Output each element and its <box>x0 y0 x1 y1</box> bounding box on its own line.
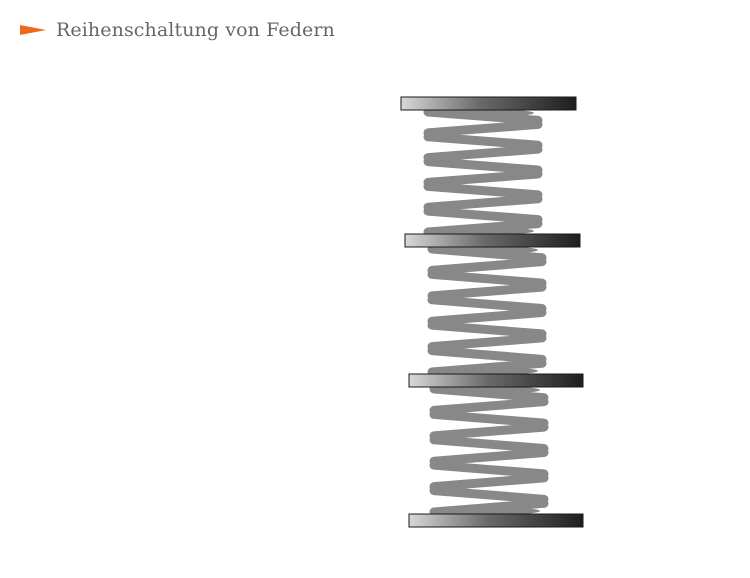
spring-1 <box>423 107 543 237</box>
spring-coil-segment <box>427 346 547 364</box>
spring-coil-segment <box>429 486 549 504</box>
spring-coil-segment <box>427 333 547 352</box>
spring-coil-segment <box>429 473 549 492</box>
spring-bottom-end <box>432 227 534 235</box>
spring-coil-segment <box>429 422 549 441</box>
spring-coil-segment <box>429 448 549 466</box>
slide-title: Reihenschaltung von Federn <box>56 19 335 41</box>
plate-1 <box>400 96 577 111</box>
spring-coil-segment <box>427 308 547 326</box>
spring-coil-segment <box>427 282 547 301</box>
spring-coil-segment <box>423 144 543 163</box>
spring-top-end <box>436 246 538 254</box>
spring-coil-segment <box>423 194 543 212</box>
spring-coil-segment <box>429 397 549 415</box>
spring-coil-segment <box>427 320 547 339</box>
springs-group <box>423 107 549 517</box>
spring-coil-segment <box>427 269 547 288</box>
spring-coil-segment <box>423 119 543 138</box>
spring-coil-segment <box>423 206 543 225</box>
spring-coil-segment <box>427 295 547 313</box>
spring-3 <box>429 384 549 517</box>
spring-coil-segment <box>429 409 549 428</box>
spring-coil-segment <box>423 169 543 187</box>
spring-top-end <box>438 386 540 394</box>
spring-coil-segment <box>423 181 543 200</box>
spring-coil-segment <box>423 157 543 175</box>
plate-2 <box>404 233 581 248</box>
orange-triangle-flag-icon <box>20 25 46 35</box>
spring-coil-segment <box>427 257 547 275</box>
spring-top-end <box>432 109 534 117</box>
slide-header: Reihenschaltung von Federn <box>20 16 335 44</box>
spring-2 <box>427 244 547 377</box>
spring-coil-segment <box>429 460 549 479</box>
spring-bottom-end <box>436 367 538 375</box>
spring-coil-segment <box>429 435 549 453</box>
plate-4 <box>408 513 584 528</box>
spring-coil-segment <box>423 132 543 150</box>
plates-group <box>400 96 584 528</box>
plate-3 <box>408 373 584 388</box>
spring-bottom-end <box>438 507 540 515</box>
